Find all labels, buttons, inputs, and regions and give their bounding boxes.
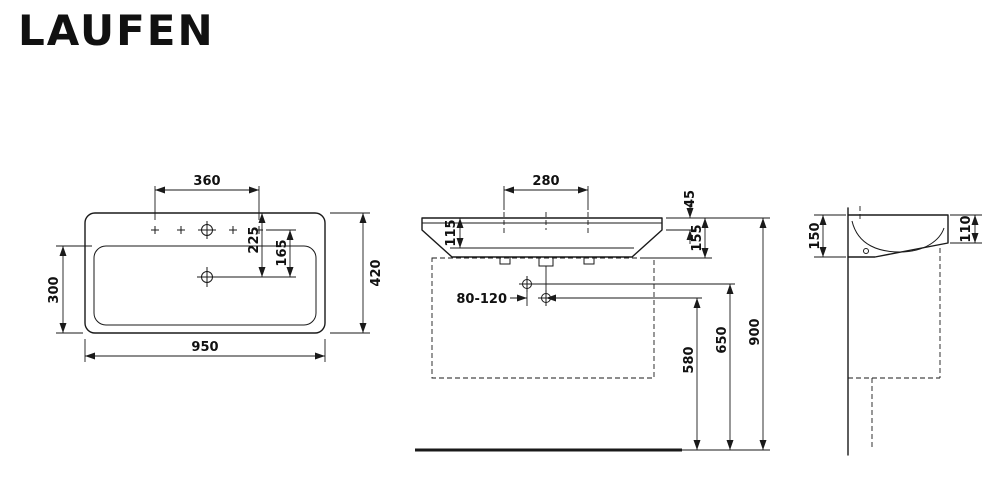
ext-lines-45 xyxy=(666,217,770,231)
dim-front-bowl-depth: 115 xyxy=(444,219,459,246)
ext-lines-150 xyxy=(814,214,846,258)
side-drain-mark xyxy=(863,248,869,254)
plan-inner-basin-outline xyxy=(93,245,317,326)
dim-plan-overall-width: 950 xyxy=(191,340,218,355)
fixing-tab xyxy=(499,256,511,265)
tap-hole-cross-icon xyxy=(151,226,159,234)
dim-plan-bowl-depth: 300 xyxy=(47,276,62,303)
tap-hole-cross-icon xyxy=(177,226,185,234)
drain-symbol xyxy=(197,267,217,287)
dim-side-back-height: 150 xyxy=(808,222,823,249)
ext-lines-360 xyxy=(154,186,260,220)
dim-side-front-height: 110 xyxy=(959,215,974,242)
tap-hole-center-cross xyxy=(198,221,216,239)
brand-logo: LAUFEN xyxy=(18,6,215,55)
side-inner-bowl-curve xyxy=(851,220,945,253)
clearance-outline-dashed xyxy=(431,257,655,379)
dim-plan-tap-to-drain: 165 xyxy=(275,239,290,266)
front-view: 280 115 45 155 80-120 580 xyxy=(415,174,770,452)
side-outline xyxy=(847,214,949,258)
tap-hole-marks xyxy=(151,221,263,239)
ext-lines-420 xyxy=(330,212,370,334)
tap-hole-cross-icon xyxy=(229,226,237,234)
tap-hole-centerlines xyxy=(503,212,589,234)
dim-front-edge-thickness: 45 xyxy=(683,190,698,208)
ext-lines-connections xyxy=(526,276,735,306)
dim-front-supply-height: 650 xyxy=(715,326,730,353)
dim-plan-tap-spacing: 360 xyxy=(193,174,220,189)
dim-plan-overall-depth: 420 xyxy=(369,259,384,286)
plan-outer-outline xyxy=(84,212,326,334)
fixing-tab xyxy=(583,256,595,265)
front-outline xyxy=(421,217,663,258)
dim-plan-back-to-drain: 225 xyxy=(247,226,262,253)
side-view: 150 110 xyxy=(808,206,982,456)
dim-front-rim-height: 900 xyxy=(748,318,763,345)
dim-front-outlet-offset: 80-120 xyxy=(456,292,507,307)
dim-front-edge-height: 155 xyxy=(690,224,705,251)
side-hidden-lines-dashed xyxy=(848,248,941,450)
dim-front-tap-spacing: 280 xyxy=(532,174,559,189)
plan-view: 360 225 165 420 300 950 xyxy=(47,174,384,362)
dim-front-trap-height: 580 xyxy=(682,346,697,373)
